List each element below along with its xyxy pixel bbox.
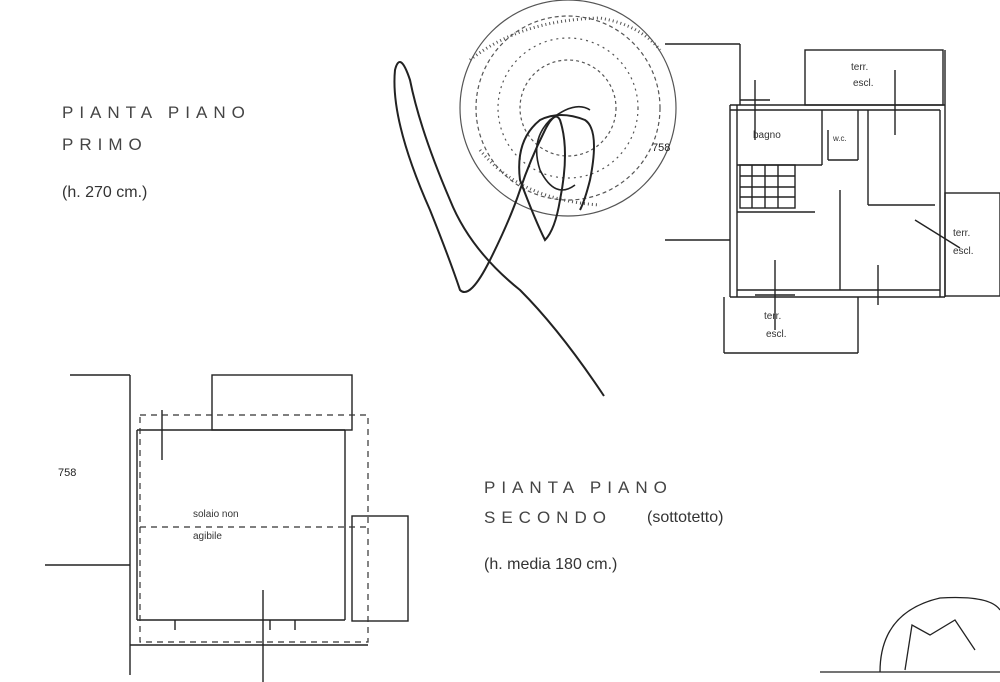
room-label-wc: w.c. [833, 134, 847, 143]
room-label-terr-bottom-1: terr. [764, 311, 782, 322]
second-floor-mark: 758 [58, 467, 77, 479]
second-floor-note-line1: solaio non [193, 509, 239, 520]
room-label-terr-top-1: terr. [851, 62, 869, 73]
first-floor-height-note: (h. 270 cm.) [62, 184, 148, 201]
room-label-terr-right-1: terr. [953, 228, 971, 239]
second-floor-title-line1: PIANTA PIANO [484, 478, 673, 497]
handwritten-signature [393, 61, 605, 397]
second-floor-plan [45, 374, 409, 682]
second-floor-title-line2: SECONDO [484, 508, 612, 527]
room-label-terr-bottom-2: escl. [766, 329, 787, 340]
first-floor-title-line2: PRIMO [62, 135, 148, 154]
room-label-terr-top-2: escl. [853, 78, 874, 89]
room-label-bagno: bagno [753, 130, 781, 141]
second-floor-height-note: (h. media 180 cm.) [484, 556, 618, 573]
room-label-terr-right-2: escl. [953, 246, 974, 257]
second-floor-dashed-outline [139, 414, 369, 643]
north-arrow [820, 596, 1000, 673]
second-floor-note-line2: agibile [193, 531, 222, 542]
signature-flourish [535, 105, 591, 191]
notary-stamp [459, 0, 677, 217]
first-floor-title-line1: PIANTA PIANO [62, 103, 251, 122]
first-floor-mark: 758 [652, 142, 671, 154]
first-floor-plan [665, 43, 1000, 354]
second-floor-title-suffix: (sottotetto) [647, 509, 724, 526]
